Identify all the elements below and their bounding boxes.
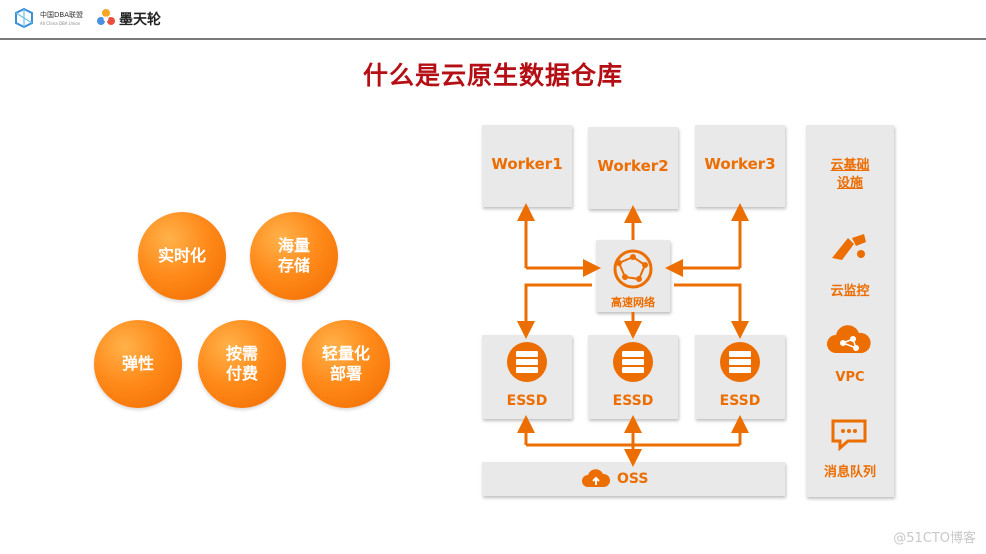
- essd-label: ESSD: [506, 393, 548, 409]
- essd-box: ESSD: [482, 335, 572, 419]
- feature-label: 按需 付费: [225, 344, 258, 383]
- logo2-text: 墨天轮: [119, 12, 161, 28]
- monitor-icon: [832, 234, 866, 260]
- page-title: 什么是云原生数据仓库: [362, 61, 623, 90]
- china-dba-logo-icon: [15, 8, 33, 28]
- header-divider: [0, 38, 986, 40]
- essd-box: ESSD: [588, 335, 678, 419]
- feature-label: 海量 存储: [277, 236, 310, 275]
- feature-label: 实时化: [157, 246, 206, 265]
- feature-label: 弹性: [121, 354, 154, 373]
- logo1-subtext: All China DBA Union: [40, 21, 81, 26]
- watermark: @51CTO博客: [893, 531, 976, 546]
- oss-cloud-icon: [582, 469, 611, 487]
- worker-label: Worker2: [597, 157, 669, 175]
- cloud-icon: [827, 325, 871, 353]
- worker-box: Worker1: [482, 125, 572, 207]
- motianlun-logo-icon: [97, 9, 115, 25]
- server-icon: [720, 342, 760, 382]
- essd-box: ESSD: [695, 335, 785, 419]
- essd-label: ESSD: [719, 393, 761, 409]
- network-label: 高速网络: [611, 296, 655, 309]
- infra-label-monitor: 云监控: [830, 284, 870, 299]
- server-icon: [507, 342, 547, 382]
- worker-label: Worker1: [491, 155, 563, 173]
- header: 中国DBA联盟 All China DBA Union 墨天轮: [0, 0, 986, 38]
- feature-label: 轻量化 部署: [321, 344, 370, 383]
- worker-label: Worker3: [704, 155, 776, 173]
- feature-circle: 轻量化 部署: [302, 320, 390, 408]
- essd-label: ESSD: [612, 393, 654, 409]
- infra-label-queue: 消息队列: [823, 465, 876, 480]
- network-globe-icon: [613, 249, 653, 289]
- infrastructure-panel: [806, 125, 894, 497]
- infrastructure-title-text: 云基础 设施: [830, 158, 870, 191]
- oss-label: OSS: [617, 471, 649, 487]
- oss-bar: [482, 462, 785, 496]
- message-queue-icon: [831, 419, 867, 451]
- worker-box: Worker2: [588, 127, 678, 209]
- feature-circle: 弹性: [94, 320, 182, 408]
- feature-circle: 实时化: [138, 212, 226, 300]
- feature-circle: 海量 存储: [250, 212, 338, 300]
- server-icon: [613, 342, 653, 382]
- worker-box: Worker3: [695, 125, 785, 207]
- infrastructure-title: 云基础 设施: [806, 157, 894, 193]
- infra-label-vpc: VPC: [835, 370, 865, 385]
- feature-circle: 按需 付费: [198, 320, 286, 408]
- logo1-text: 中国DBA联盟: [40, 11, 83, 19]
